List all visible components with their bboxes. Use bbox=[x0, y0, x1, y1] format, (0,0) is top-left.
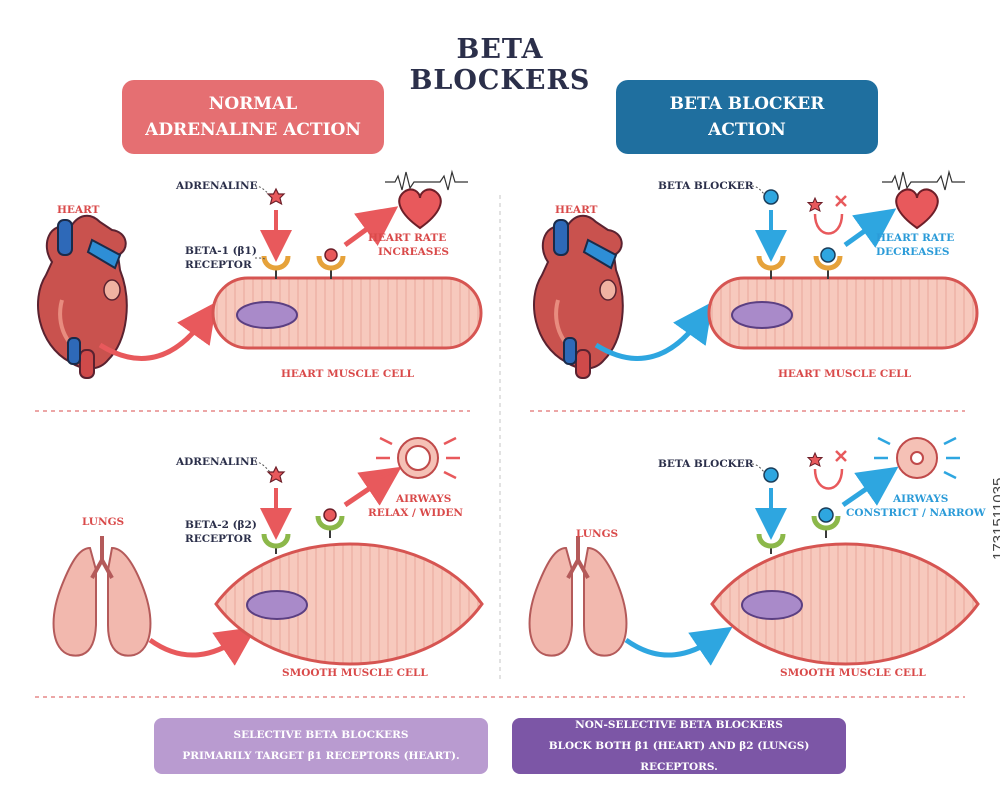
right-beta-blocker-molecule-2 bbox=[763, 467, 779, 483]
left-smooth-muscle-cell bbox=[214, 542, 484, 666]
left-smooth-nucleus bbox=[246, 590, 308, 620]
right-airway-icon-narrow bbox=[874, 436, 960, 480]
blocker-header-line-1: BETA BLOCKER bbox=[669, 94, 825, 114]
left-adrenaline-molecule bbox=[266, 187, 286, 206]
right-rejected-adrenaline bbox=[806, 195, 847, 235]
left-heart-nucleus bbox=[236, 301, 298, 329]
left-beta1-receptor-empty bbox=[261, 255, 291, 279]
left-beta1-label-line1: BETA-1 (β1) bbox=[185, 245, 257, 257]
right-lungs-organ bbox=[528, 536, 628, 657]
left-beta2-receptor-bound bbox=[315, 508, 345, 538]
right-heart-arrow bbox=[594, 301, 713, 361]
right-rejected-adrenaline-2 bbox=[806, 450, 847, 490]
selective-line-1: SELECTIVE BETA BLOCKERS bbox=[233, 729, 409, 741]
title-line-2: BLOCKERS bbox=[409, 65, 591, 96]
right-lungs-arrow bbox=[624, 626, 733, 666]
left-smooth-cell-label: SMOOTH MUSCLE CELL bbox=[282, 667, 428, 679]
right-smooth-muscle-cell bbox=[710, 542, 980, 666]
right-smooth-cell-label: SMOOTH MUSCLE CELL bbox=[780, 667, 926, 679]
left-adrenaline-molecule-2 bbox=[266, 465, 286, 484]
right-blocker-label: BETA BLOCKER bbox=[658, 180, 754, 192]
left-airways-arrow bbox=[343, 466, 402, 508]
right-heart-label: HEART bbox=[555, 204, 598, 216]
watermark-id: 1731511035 bbox=[990, 477, 1000, 560]
left-heart-muscle-cell bbox=[211, 276, 483, 350]
normal-header-line-1: NORMAL bbox=[208, 94, 298, 114]
right-heart-icon bbox=[895, 188, 939, 230]
right-airways-effect-line2: CONSTRICT / NARROW bbox=[846, 507, 986, 519]
left-beta2-label-line1: BETA-2 (β2) bbox=[185, 519, 257, 531]
left-heart-cell-label: HEART MUSCLE CELL bbox=[281, 368, 415, 380]
right-beta-blocker-molecule bbox=[763, 189, 779, 205]
right-heart-effect-line1: HEART RATE bbox=[876, 232, 954, 244]
left-heart-organ bbox=[37, 214, 128, 379]
right-lungs-label: LUNGS bbox=[576, 528, 618, 540]
left-heart-effect-line2: INCREASES bbox=[378, 246, 449, 258]
left-ecg-line bbox=[385, 169, 468, 191]
nonselective-line-2: BLOCK BOTH β1 (HEART) AND β2 (LUNGS) REC… bbox=[548, 739, 810, 773]
left-adrenaline-label-2: ADRENALINE bbox=[175, 456, 258, 468]
nonselective-beta-blockers-box: NON-SELECTIVE BETA BLOCKERS BLOCK BOTH β… bbox=[512, 718, 846, 774]
right-airways-arrow bbox=[841, 466, 899, 508]
left-airways-effect-line1: AIRWAYS bbox=[395, 493, 451, 505]
left-beta2-label-line2: RECEPTOR bbox=[185, 533, 252, 545]
right-ecg-line bbox=[882, 169, 965, 191]
left-lungs-arrow bbox=[148, 626, 257, 666]
left-airways-effect-line2: RELAX / WIDEN bbox=[368, 507, 463, 519]
right-heart-muscle-cell bbox=[707, 276, 979, 350]
left-heart-rate-arrow bbox=[343, 206, 399, 248]
nonselective-line-1: NON-SELECTIVE BETA BLOCKERS bbox=[575, 718, 783, 731]
left-heart-icon bbox=[398, 188, 442, 230]
selective-line-2: PRIMARILY TARGET β1 RECEPTORS (HEART). bbox=[182, 750, 460, 762]
left-airway-icon-wide bbox=[376, 436, 460, 480]
left-lungs-label: LUNGS bbox=[82, 516, 124, 528]
blocker-header-line-2: ACTION bbox=[708, 120, 786, 140]
left-beta1-receptor-bound bbox=[316, 248, 346, 279]
left-heart-effect-line1: HEART RATE bbox=[368, 232, 446, 244]
blocker-action-header: BETA BLOCKER ACTION bbox=[616, 80, 878, 154]
selective-beta-blockers-box: SELECTIVE BETA BLOCKERS PRIMARILY TARGET… bbox=[154, 718, 488, 774]
right-beta2-receptor-empty bbox=[756, 533, 786, 554]
right-heart-nucleus bbox=[731, 301, 793, 329]
left-heart-label: HEART bbox=[57, 204, 100, 216]
page-title: BETA BLOCKERS bbox=[380, 34, 620, 96]
title-line-1: BETA bbox=[456, 34, 544, 65]
normal-header-line-2: ADRENALINE ACTION bbox=[145, 120, 361, 140]
right-beta2-receptor-blocked bbox=[811, 507, 841, 538]
left-heart-arrow bbox=[98, 301, 217, 361]
right-heart-effect-line2: DECREASES bbox=[876, 246, 950, 258]
normal-action-header: NORMAL ADRENALINE ACTION bbox=[122, 80, 384, 154]
right-heart-rate-arrow bbox=[843, 208, 897, 248]
left-beta2-receptor-empty bbox=[261, 533, 291, 554]
left-beta1-label-line2: RECEPTOR bbox=[185, 259, 252, 271]
right-beta1-receptor-blocked bbox=[813, 247, 843, 279]
right-beta1-receptor-empty bbox=[756, 255, 786, 279]
left-adrenaline-label: ADRENALINE bbox=[175, 180, 258, 192]
right-blocker-label-2: BETA BLOCKER bbox=[658, 458, 754, 470]
right-heart-cell-label: HEART MUSCLE CELL bbox=[778, 368, 912, 380]
right-smooth-nucleus bbox=[741, 590, 803, 620]
right-heart-organ bbox=[533, 214, 624, 379]
right-airways-effect-line1: AIRWAYS bbox=[892, 493, 948, 505]
left-lungs-organ bbox=[52, 536, 152, 657]
